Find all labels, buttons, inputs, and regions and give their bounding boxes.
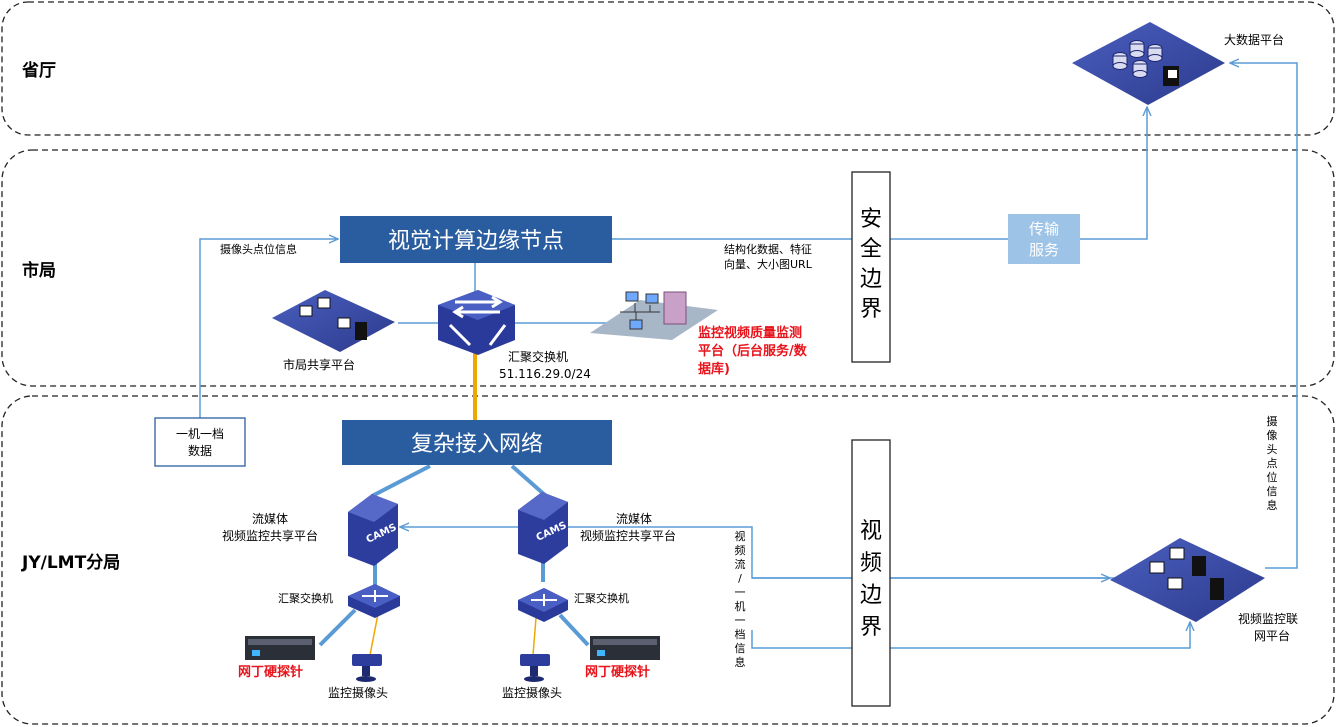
complex-network-box [342,420,612,465]
quality-platform-line2: 平台（后台服务/数 [698,343,808,359]
camera-right-label: 监控摄像头 [502,685,562,700]
zone-label-city: 市局 [22,260,56,281]
zone-province [1,1,1335,136]
zone-branch [1,395,1335,725]
line-camera-info [199,239,338,418]
city-share-platform-label: 市局共享平台 [283,357,355,372]
svg-text:信: 信 [1267,485,1278,498]
cams-server-left-icon: CAMS [348,494,398,566]
line-switch-right-to-camera [532,617,537,656]
line-switch-left-to-camera [369,613,379,656]
video-network-platform-line2: 网平台 [1254,628,1290,643]
svg-text:/: / [738,572,742,585]
switch-left-icon [348,584,400,618]
one-machine-one-file-line1: 一机一档 [176,427,224,441]
quality-platform-line1: 监控视频质量监测 [698,325,802,341]
quality-platform-line3: 据库) [698,361,730,377]
video-boundary-box [851,439,891,707]
stream-media-right-line1: 流媒体 [616,512,652,526]
video-stream-vertical-label: 视 频 流 / 一 机 一 档 信 息 [735,529,746,669]
zone-label-province: 省厅 [21,60,56,81]
security-boundary-char-1: 安 [860,207,882,232]
line-switch-right-to-probe [558,613,590,647]
svg-text:息: 息 [1267,498,1278,512]
svg-text:视: 视 [735,529,746,543]
complex-network-title: 复杂接入网络 [411,432,543,457]
svg-text:一: 一 [735,586,746,599]
zone-city [1,149,1335,387]
svg-text:档: 档 [735,627,746,641]
svg-text:一: 一 [735,614,746,627]
security-boundary-box [851,171,891,363]
line-stream-lower [751,622,1190,649]
security-boundary-char-2: 全 [860,237,882,262]
video-boundary-char-1: 视 [860,519,882,544]
transfer-service-line1: 传输 [1029,220,1059,238]
camera-right-icon [520,654,550,682]
edge-node-box [340,216,612,263]
probe-left-icon [245,636,315,660]
video-network-platform-icon [1110,538,1265,622]
svg-text:摄: 摄 [1267,414,1278,428]
probe-left-label: 网丁硬探针 [238,664,303,680]
probe-right-icon [590,636,660,660]
line-stream-to-cams [400,527,1120,579]
core-switch-label: 汇聚交换机 [508,349,568,364]
structured-data-line1: 结构化数据、特征 [724,242,812,256]
transfer-service-box [1008,214,1080,264]
switch-right-label: 汇聚交换机 [574,591,629,605]
core-switch-icon [438,290,515,355]
core-switch-subnet: 51.116.29.0/24 [499,367,591,381]
line-network-to-cams-right [510,464,548,498]
structured-data-line2: 向量、大小图URL [724,257,813,271]
svg-text:息: 息 [735,655,746,669]
stream-media-left-line1: 流媒体 [252,512,288,526]
camera-point-info-label: 摄像头点位信息 [220,242,297,256]
city-share-platform-icon [272,290,395,352]
svg-text:流: 流 [735,557,746,571]
camera-point-info-vertical: 摄 像 头 点 位 信 息 [1267,414,1278,512]
svg-text:像: 像 [1267,429,1278,442]
camera-left-label: 监控摄像头 [328,685,388,700]
line-switch-left-to-probe [318,608,357,647]
video-boundary-char-3: 边 [860,583,882,608]
bigdata-platform-label: 大数据平台 [1224,32,1284,47]
svg-text:位: 位 [1267,470,1278,484]
zone-label-branch: JY/LMT分局 [21,553,120,573]
svg-text:头: 头 [1267,443,1278,456]
one-machine-one-file-line2: 数据 [188,443,212,458]
video-boundary-char-4: 界 [860,615,882,640]
security-boundary-char-4: 界 [860,297,882,322]
bigdata-platform-icon [1072,22,1225,105]
line-network-to-cams-left [371,464,431,498]
svg-text:点: 点 [1267,457,1278,470]
switch-right-icon [518,588,568,622]
one-machine-one-file-box [154,417,246,467]
switch-left-label: 汇聚交换机 [278,591,333,605]
cams-server-right-icon: CAMS [518,492,568,564]
transfer-service-line2: 服务 [1029,241,1059,259]
camera-left-icon [352,654,382,682]
svg-text:信: 信 [735,642,746,655]
line-camera-info-right [1230,63,1298,569]
svg-text:机: 机 [735,599,746,613]
stream-media-left-line2: 视频监控共享平台 [222,528,318,543]
security-boundary-char-3: 边 [860,267,882,292]
edge-node-title: 视觉计算边缘节点 [388,229,564,254]
line-transfer-to-bigdata [1080,107,1147,240]
svg-text:频: 频 [735,543,746,557]
quality-platform-icon [590,291,718,340]
video-boundary-char-2: 频 [860,551,882,576]
stream-media-right-line2: 视频监控共享平台 [580,528,676,543]
probe-right-label: 网丁硬探针 [585,664,650,680]
video-network-platform-line1: 视频监控联 [1238,611,1298,626]
